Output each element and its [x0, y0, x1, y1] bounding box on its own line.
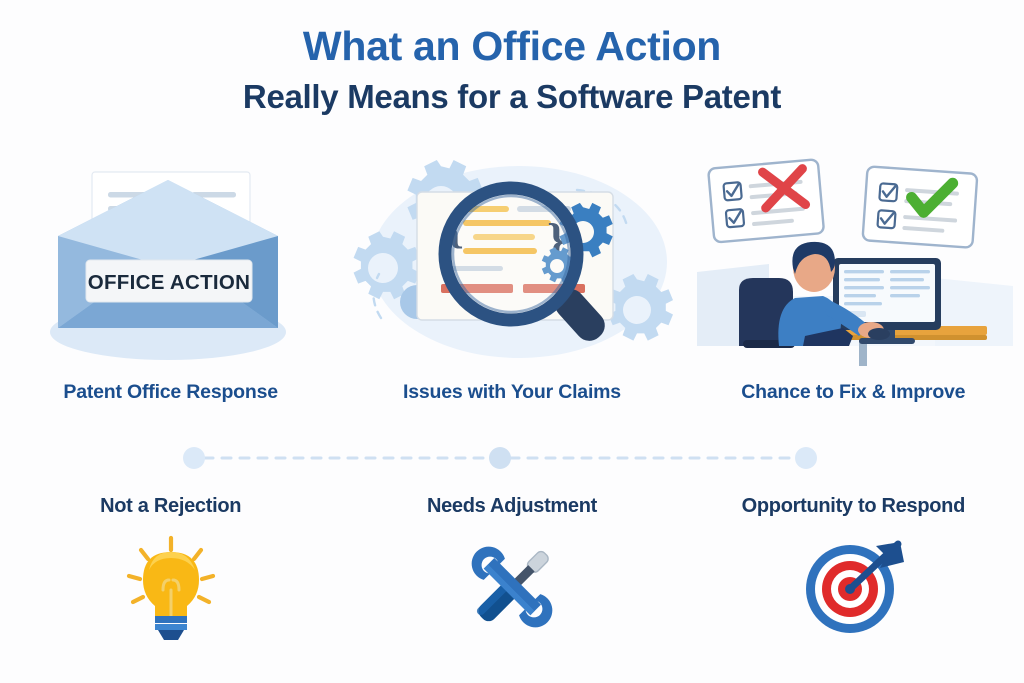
connector-dot — [183, 447, 205, 469]
target-dart-icon — [683, 532, 1024, 642]
benefit-card-label: Opportunity to Respond — [741, 495, 966, 517]
page-title: What an Office Action Really Means for a… — [0, 23, 1024, 117]
title-line-2: Really Means for a Software Patent — [242, 77, 782, 115]
concept-card-issues-with-claims: { } — [341, 150, 682, 410]
magnifying-glass-code-screen-icon: { } — [341, 150, 682, 368]
benefit-card-needs-adjustment: Needs Adjustment — [341, 495, 682, 665]
office-action-badge-text: OFFICE ACTION — [88, 271, 251, 294]
wrench-screwdriver-icon — [341, 532, 682, 642]
title-line-1: What an Office Action — [302, 23, 722, 69]
bottom-concept-row: Not a Rejection — [0, 495, 1024, 665]
connector-dot — [489, 447, 511, 469]
lightbulb-icon — [0, 532, 341, 642]
top-concept-row: OFFICE ACTION Patent Office Response — [0, 150, 1024, 410]
benefit-card-label: Needs Adjustment — [426, 495, 598, 517]
benefit-card-opportunity-to-respond: Opportunity to Respond — [683, 495, 1024, 665]
concept-card-chance-to-fix: Chance to Fix & Improve — [683, 150, 1024, 410]
concept-card-patent-office-response: OFFICE ACTION Patent Office Response — [0, 150, 341, 410]
benefit-card-label: Not a Rejection — [100, 495, 242, 517]
benefit-card-not-a-rejection: Not a Rejection — [0, 495, 341, 665]
connector-dot — [795, 447, 817, 469]
concept-card-label: Patent Office Response — [63, 381, 278, 403]
envelope-letter-warning-icon: OFFICE ACTION — [0, 150, 341, 368]
concept-card-label: Chance to Fix & Improve — [741, 381, 966, 403]
person-at-computer-checklists-icon — [683, 150, 1024, 368]
concept-card-label: Issues with Your Claims — [403, 381, 621, 403]
dashed-connector-line — [180, 446, 820, 470]
